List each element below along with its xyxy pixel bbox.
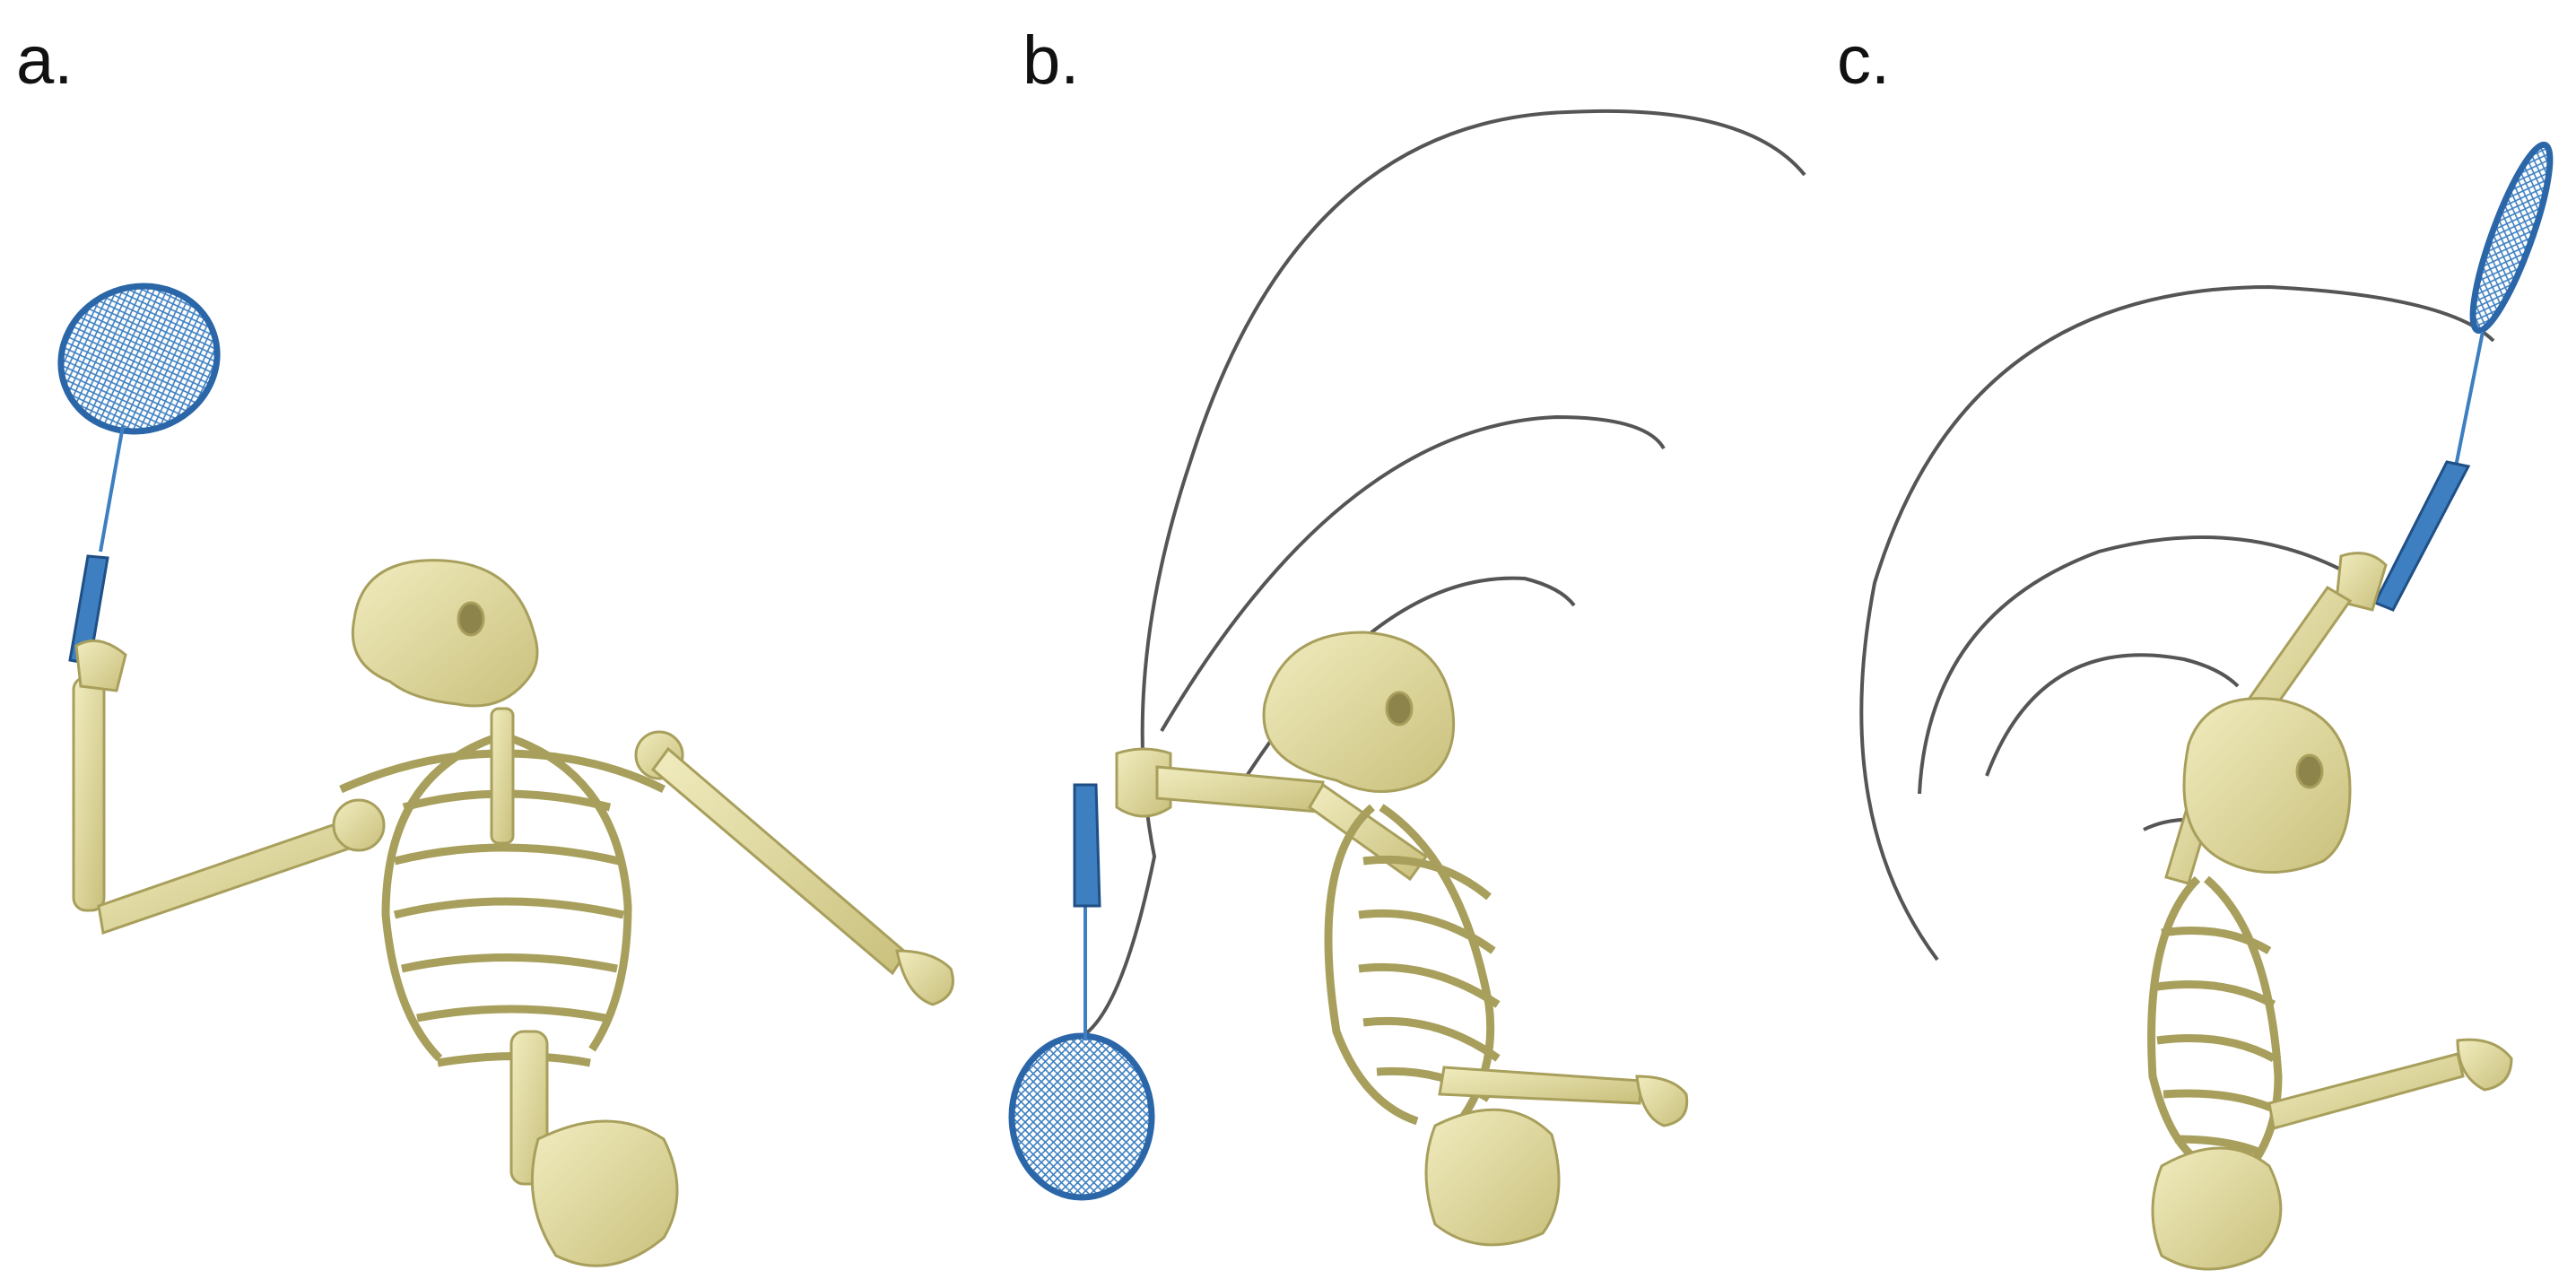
forearm-b — [1438, 1066, 1689, 1127]
pelvis-b — [1424, 1108, 1561, 1247]
trajectories-c — [1859, 284, 2495, 962]
arm-b — [1115, 747, 1429, 882]
trajectories-b — [1081, 109, 1806, 1038]
panel-b — [1008, 109, 1806, 1247]
skull-c — [2182, 697, 2352, 874]
racket-a — [57, 283, 221, 666]
spine-a — [490, 707, 679, 1267]
panel-label-c: c. — [1837, 22, 1891, 99]
panel-label-b: b. — [1023, 22, 1080, 99]
ribcage-a — [339, 731, 666, 1067]
pelvis-c — [2151, 1146, 2283, 1271]
arm-raised-a — [72, 639, 386, 935]
skull-a — [351, 559, 539, 708]
racket-c — [2372, 141, 2554, 612]
racket-b — [1008, 783, 1155, 1201]
panel-a — [57, 283, 954, 1267]
arm-extended-a — [634, 730, 954, 1006]
skull-b — [1262, 631, 1456, 793]
panel-label-a: a. — [16, 22, 74, 99]
panel-c — [1859, 141, 2554, 1271]
ribcage-c — [2147, 875, 2283, 1171]
forearm-c — [2267, 1038, 2513, 1130]
